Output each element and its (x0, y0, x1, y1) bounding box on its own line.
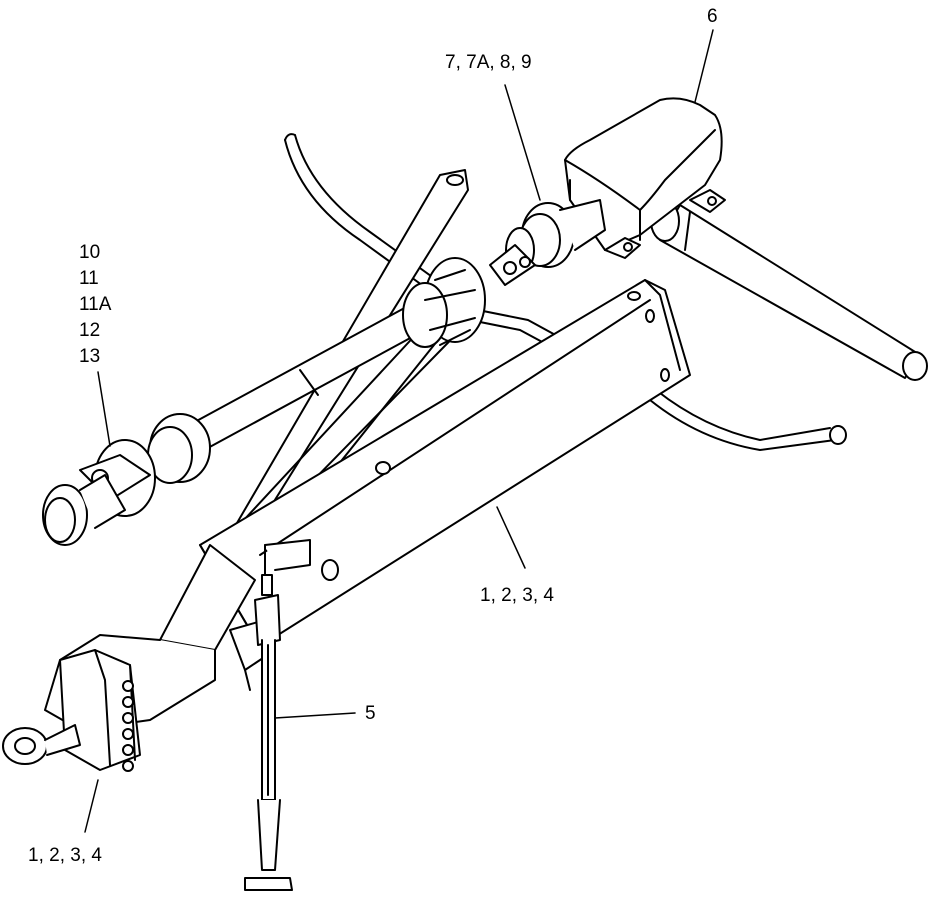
jack-stand (244, 539, 311, 891)
callout-driveline-12: 12 (79, 320, 101, 341)
callout-jack-stand: 5 (365, 703, 376, 724)
driveline-shaft (179, 257, 486, 456)
callout-driveline-11a: 11A (79, 294, 112, 315)
front-coupler (489, 199, 606, 286)
rear-yoke (42, 413, 211, 546)
callout-driveline-13: 13 (79, 346, 101, 367)
callout-frame-left: 1, 2, 3, 4 (28, 845, 102, 866)
callout-coupler-set: 7, 7A, 8, 9 (445, 52, 532, 73)
callout-driveline-stack: 10 11 11A 12 13 (79, 240, 111, 370)
callout-gearbox: 6 (707, 6, 718, 27)
output-shaft (650, 200, 928, 381)
gearbox (564, 97, 726, 259)
callout-driveline-11: 11 (79, 268, 99, 289)
leader-lines (84, 29, 714, 833)
callout-driveline-10: 10 (79, 242, 101, 263)
callout-frame-right: 1, 2, 3, 4 (480, 585, 554, 606)
